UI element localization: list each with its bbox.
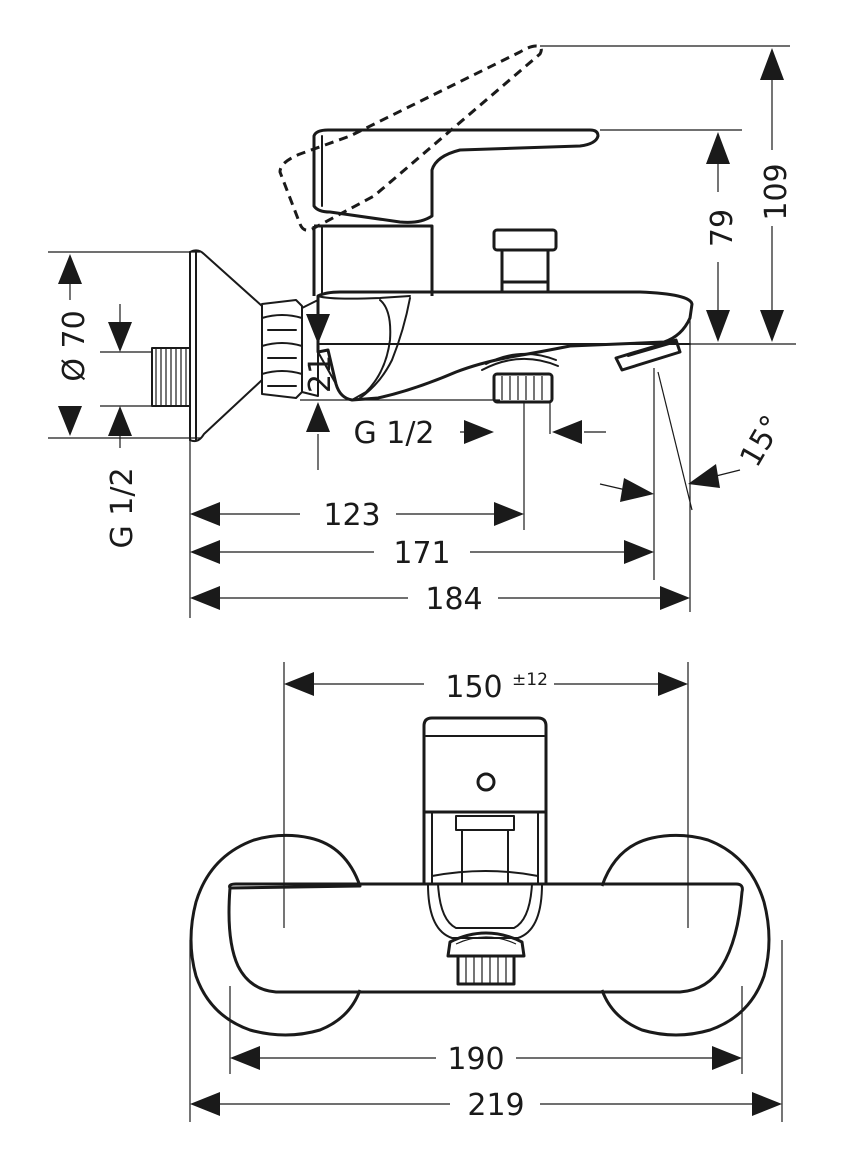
dim-thread-wall: G 1/2 — [105, 304, 140, 549]
dim-height-total-label: 109 — [759, 163, 794, 220]
front-neck — [422, 811, 548, 885]
mixer-body — [316, 290, 694, 402]
dim-height-lever-label: 79 — [705, 209, 740, 247]
wall-thread — [151, 347, 191, 407]
front-handle-cap — [422, 716, 548, 814]
dim-thread-outlet-label: G 1/2 — [353, 416, 434, 451]
dim-angle-label: 15° — [733, 409, 790, 473]
dim-width-body-label: 190 — [447, 1042, 504, 1077]
dim-height-spout: 21 — [303, 304, 338, 470]
dim-thread-outlet: G 1/2 — [353, 416, 606, 451]
dim-depth-total: 184 — [190, 582, 690, 617]
dim-angle: 15° — [599, 409, 790, 502]
dim-depth-total-label: 184 — [425, 582, 482, 617]
dim-depth-outlet-label: 123 — [323, 498, 380, 533]
lever-raised-dashed — [278, 44, 543, 232]
dim-centers: 150 ±12 — [284, 670, 688, 705]
dim-diameter-rosette: Ø 70 — [57, 254, 92, 436]
dim-depth-spout-tip-label: 171 — [393, 536, 450, 571]
rosette-right — [600, 833, 771, 1037]
dim-height-total: 109 — [759, 48, 794, 342]
dim-height-spout-label: 21 — [303, 355, 338, 393]
dim-width-body: 190 — [230, 1042, 742, 1077]
dim-height-lever: 79 — [705, 132, 740, 342]
side-view: 109 79 21 Ø 70 G 1/2 — [48, 44, 796, 618]
dim-width-total-label: 219 — [467, 1088, 524, 1123]
front-body — [227, 882, 744, 994]
diverter-knob — [492, 228, 558, 292]
side-extension-lines — [48, 45, 796, 618]
front-spout — [427, 883, 543, 986]
cartridge-housing — [312, 224, 434, 296]
dim-centers-label: 150 — [445, 670, 502, 705]
dim-depth-spout-tip: 171 — [190, 536, 654, 571]
front-extension-lines — [189, 662, 783, 1122]
wall-rosette — [189, 249, 263, 443]
front-view: 150 ±12 190 219 — [189, 662, 783, 1123]
spout-aerator — [614, 338, 682, 372]
dim-width-total: 219 — [190, 1088, 782, 1123]
dim-diameter-rosette-label: Ø 70 — [57, 310, 92, 381]
dim-centers-tolerance: ±12 — [512, 670, 548, 690]
rosette-left — [189, 833, 362, 1037]
bottom-outlet — [481, 352, 559, 404]
lever-handle — [312, 128, 600, 224]
dim-thread-wall-label: G 1/2 — [105, 467, 140, 548]
dim-depth-outlet: 123 — [190, 498, 524, 533]
